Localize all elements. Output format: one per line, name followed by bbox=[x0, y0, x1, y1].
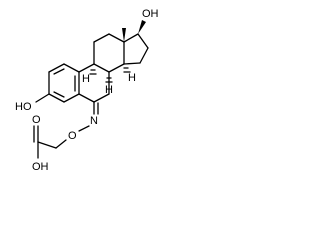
bond bbox=[55, 139, 67, 149]
oxime-o-label: O bbox=[68, 130, 77, 142]
ring-a bbox=[48, 63, 80, 103]
oh-17-label: OH bbox=[142, 8, 159, 20]
methyl-wedge bbox=[122, 28, 126, 42]
bond bbox=[78, 125, 90, 132]
h14-label: H bbox=[128, 72, 136, 84]
bond bbox=[48, 63, 65, 73]
bond bbox=[123, 62, 141, 65]
h9-hash bbox=[89, 69, 97, 75]
bond bbox=[123, 33, 139, 43]
ring-b bbox=[78, 63, 110, 103]
bond bbox=[139, 47, 149, 64]
double-bond bbox=[53, 91, 65, 98]
bond bbox=[78, 93, 95, 103]
bond bbox=[108, 33, 125, 43]
bond bbox=[48, 93, 65, 103]
bond bbox=[93, 93, 110, 103]
ring-c bbox=[93, 33, 125, 73]
h8-hash bbox=[105, 77, 113, 83]
bond bbox=[35, 93, 50, 103]
h9-label: H bbox=[82, 73, 90, 85]
bond bbox=[63, 93, 80, 103]
ring-d bbox=[123, 33, 149, 65]
bond bbox=[93, 63, 110, 73]
bond bbox=[137, 33, 149, 49]
bond bbox=[93, 33, 110, 43]
oh-3-label: HO bbox=[15, 101, 32, 113]
acid-oh-label: OH bbox=[32, 161, 49, 173]
bond bbox=[108, 63, 125, 73]
bond bbox=[78, 63, 95, 73]
oxime-n-label: N bbox=[90, 115, 98, 127]
double-bond bbox=[53, 68, 65, 75]
steroid-oxime-structure: OH HO H H H N O O OH bbox=[15, 8, 159, 173]
bond bbox=[37, 141, 57, 149]
oh-17-wedge bbox=[138, 20, 146, 34]
bond bbox=[63, 63, 80, 73]
acid-o-label: O bbox=[32, 114, 41, 126]
h14-hash bbox=[123, 67, 131, 73]
h8-label: H bbox=[105, 84, 113, 96]
